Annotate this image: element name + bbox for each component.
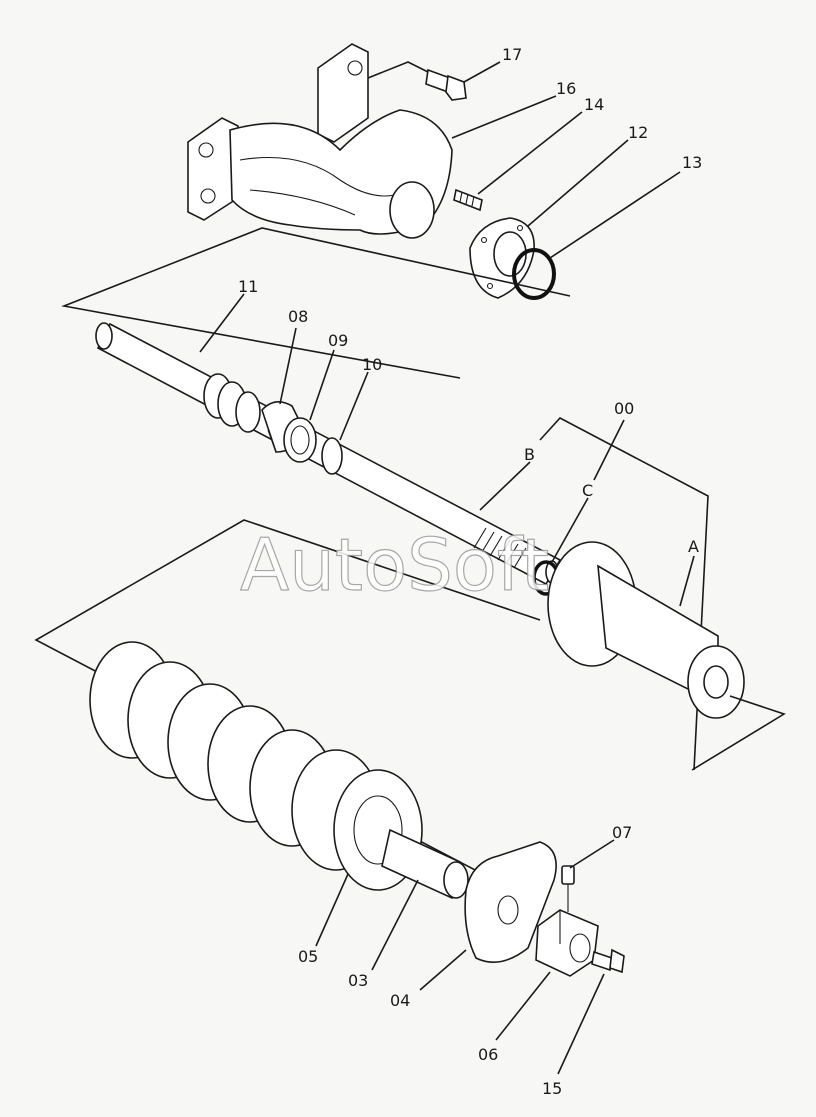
ring-part-10: [321, 437, 343, 475]
plate-part-04: [464, 841, 557, 964]
fitting-part-15: [591, 948, 625, 974]
label-08: 08: [288, 307, 308, 326]
nipple-part-07: [561, 865, 575, 912]
o-ring-part-13: [512, 248, 556, 300]
spring-part-05: [89, 641, 423, 891]
leader-lines: [199, 61, 695, 1075]
label-16: 16: [556, 79, 576, 98]
block-part-06: [535, 909, 599, 977]
spacer-part-03: [381, 828, 469, 900]
label-B: B: [524, 445, 535, 464]
label-11: 11: [238, 277, 258, 296]
bolt-part-17: [425, 68, 467, 101]
label-05: 05: [298, 947, 318, 966]
label-06: 06: [478, 1045, 498, 1064]
cylinder-part-A: [547, 541, 745, 719]
label-03: 03: [348, 971, 368, 990]
label-C: C: [582, 481, 593, 500]
label-17: 17: [502, 45, 522, 64]
label-00: 00: [614, 399, 634, 418]
leader-17-bracket: [367, 61, 429, 79]
bracket-part-16: [187, 43, 453, 239]
bolt-part-14: [453, 188, 483, 212]
label-14: 14: [584, 95, 604, 114]
group-outline-11: [61, 227, 571, 379]
label-07: 07: [612, 823, 632, 842]
label-09: 09: [328, 331, 348, 350]
ring-part-09: [283, 417, 317, 463]
label-10: 10: [362, 355, 382, 374]
watermark-text: AutoSoft: [240, 523, 549, 607]
label-04: 04: [390, 991, 410, 1010]
label-12: 12: [628, 123, 648, 142]
label-A: A: [688, 537, 699, 556]
label-13: 13: [682, 153, 702, 172]
part-labels: 17 16 14 12 13 11 08 09 10 00 B C A 07 0…: [238, 45, 702, 1098]
group-outline-right: [691, 695, 786, 771]
label-15: 15: [542, 1079, 562, 1098]
